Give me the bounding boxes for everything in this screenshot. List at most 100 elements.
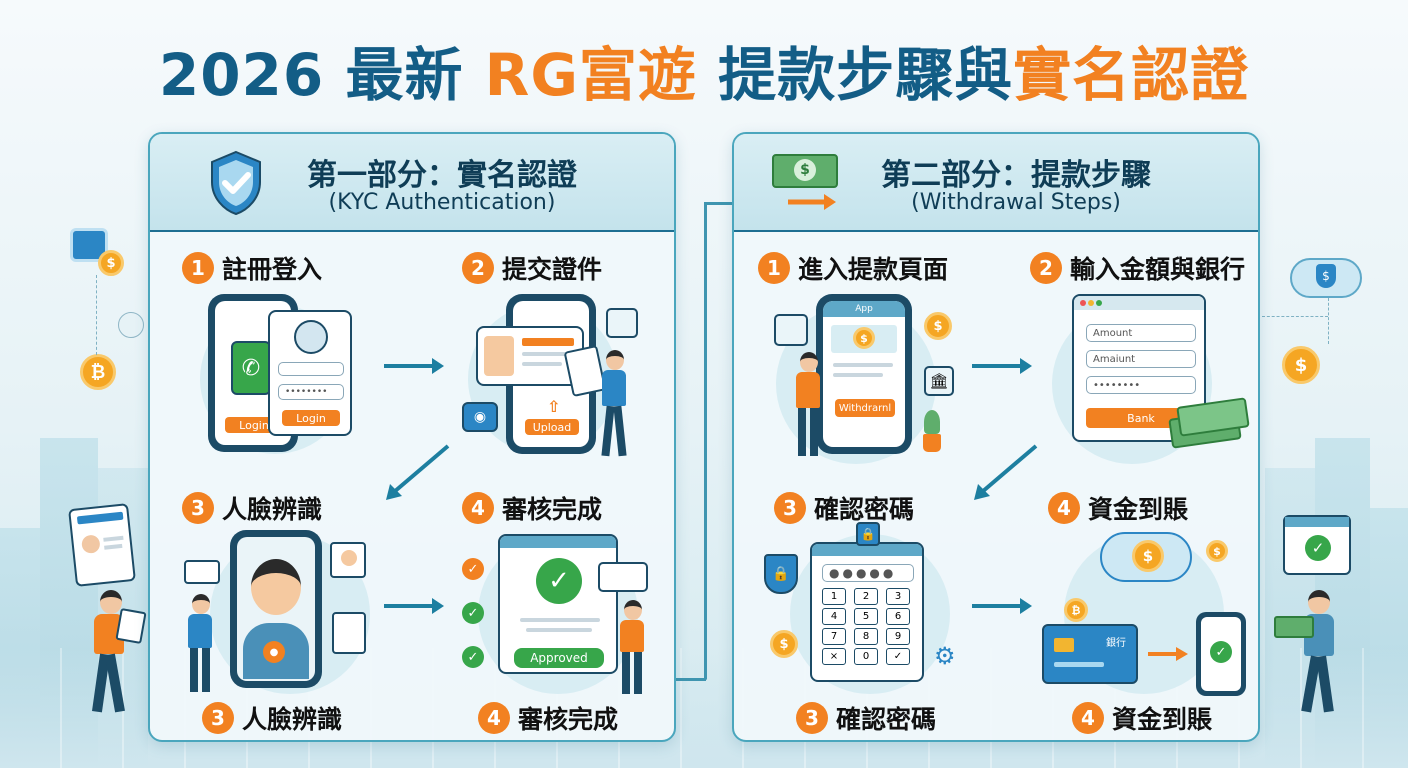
kyc-subtitle: (KYC Authentication) <box>328 190 556 215</box>
step-number: 3 <box>796 702 828 734</box>
password-field[interactable]: •••••••• <box>278 384 344 400</box>
step-label: 註冊登入 <box>222 255 323 284</box>
lock-icon: 🔒 <box>856 522 880 546</box>
man-with-cash-illustration <box>1274 590 1354 720</box>
face-illustration <box>251 559 301 615</box>
keypad-key[interactable]: 6 <box>886 608 910 625</box>
coin-icon: $ <box>924 312 952 340</box>
step-number: 4 <box>1048 492 1080 524</box>
withdraw-bottom-label-4: 4 資金到賬 <box>1072 700 1212 736</box>
kyc-step-2: 2 提交證件 <box>462 250 602 286</box>
keypad-key[interactable]: 3 <box>886 588 910 605</box>
keypad-key[interactable]: ✓ <box>886 648 910 665</box>
approval-window: ✓ Approved <box>498 534 618 674</box>
coin-icon: $ <box>1206 540 1228 562</box>
arrow-right-icon <box>970 596 1034 620</box>
withdraw-title: 第二部分：提款步驟 <box>881 158 1151 193</box>
pin-pad-window: 🔒 ●●●●● 1 2 3 4 5 6 7 8 9 × 0 ✓ <box>810 522 924 682</box>
shield-lock-icon: 🔒 <box>764 554 798 594</box>
withdraw-bottom-label-3: 3 確認密碼 <box>796 700 936 736</box>
shield-check-icon <box>208 150 264 216</box>
step-number: 3 <box>182 492 214 524</box>
step-number: 4 <box>478 702 510 734</box>
check-list-icon-3: ✓ <box>462 646 484 668</box>
dotted-line-left <box>96 275 97 355</box>
kyc-bottom-label-3: 3 人臉辨識 <box>202 700 342 736</box>
man-uploading-illustration <box>594 350 634 460</box>
id-photo <box>484 336 514 376</box>
profile-card-icon <box>70 228 108 262</box>
kyc-step-4: 4 審核完成 <box>462 490 602 526</box>
step-number: 2 <box>1030 252 1062 284</box>
phone-call-icon: ✆ <box>231 341 271 395</box>
bank-select[interactable]: •••••••• <box>1086 376 1196 394</box>
check-list-icon-1: ✓ <box>462 558 484 580</box>
arrow-right-icon <box>382 596 446 620</box>
cloud-shield-icon-shield: $ <box>1316 264 1336 288</box>
video-icon: ● <box>263 641 285 663</box>
step-label: 輸入金額與銀行 <box>1070 255 1246 284</box>
withdraw-button[interactable]: Withdrarnl <box>835 399 895 417</box>
keypad-key[interactable]: 4 <box>822 608 846 625</box>
man-pointing-illustration <box>180 594 220 694</box>
withdraw-subtitle: (Withdrawal Steps) <box>911 190 1121 215</box>
bitcoin-icon: ₿ <box>80 354 116 390</box>
plant-illustration <box>918 410 946 454</box>
camera-icon: ◉ <box>462 402 498 432</box>
money-transfer-icon: $ <box>772 154 842 214</box>
kyc-panel-header: 第一部分：實名認證 (KYC Authentication) <box>150 134 674 232</box>
title-part-2: RG富遊 <box>484 41 697 109</box>
coin-icon: $ <box>1132 540 1164 572</box>
withdraw-step-4: 4 資金到賬 <box>1048 490 1188 526</box>
step-label: 審核完成 <box>518 705 619 734</box>
panel-connector-line <box>676 202 734 681</box>
withdraw-step-3: 3 確認密碼 <box>774 490 914 526</box>
step-number: 1 <box>758 252 790 284</box>
amount-field-2[interactable]: Amaiunt <box>1086 350 1196 368</box>
login-card: •••••••• Login <box>268 310 352 436</box>
image-icon <box>606 308 638 338</box>
check-list-icon-2: ✓ <box>462 602 484 624</box>
woman-with-tablet-illustration <box>612 600 652 696</box>
coin-icon: $ <box>98 250 124 276</box>
selfie-photo-icon <box>330 542 366 578</box>
amount-field[interactable]: Amount <box>1086 324 1196 342</box>
keypad-key[interactable]: 9 <box>886 628 910 645</box>
kyc-panel: 第一部分：實名認證 (KYC Authentication) 1 註冊登入 2 … <box>148 132 676 742</box>
arrow-right-icon <box>382 356 446 380</box>
step-label: 進入提款頁面 <box>798 255 949 284</box>
woman-pointing-illustration <box>788 352 828 458</box>
step-label: 資金到賬 <box>1088 495 1189 524</box>
bank-icon: 🏛 <box>924 366 954 396</box>
keypad-key[interactable]: 2 <box>854 588 878 605</box>
keypad-key[interactable]: × <box>822 648 846 665</box>
step-number: 1 <box>182 252 214 284</box>
keypad-key[interactable]: 8 <box>854 628 878 645</box>
upload-button[interactable]: Upload <box>525 419 579 435</box>
pin-input[interactable]: ●●●●● <box>822 564 914 582</box>
username-field[interactable] <box>278 362 344 376</box>
keypad-key[interactable]: 0 <box>854 648 878 665</box>
kyc-step-1: 1 註冊登入 <box>182 250 322 286</box>
keypad: 1 2 3 4 5 6 7 8 9 × 0 ✓ <box>822 588 914 665</box>
keypad-key[interactable]: 7 <box>822 628 846 645</box>
check-circle-icon: ✓ <box>1210 641 1232 663</box>
clipboard-icon <box>332 612 366 654</box>
approved-button[interactable]: Approved <box>514 648 604 668</box>
login-button-2[interactable]: Login <box>282 410 340 426</box>
upload-arrow-icon: ⇧ <box>547 397 561 416</box>
title-part-1: 2026 最新 <box>158 41 485 109</box>
gear-icon: ⚙ <box>934 642 956 670</box>
keypad-key[interactable]: 1 <box>822 588 846 605</box>
step-number: 3 <box>774 492 806 524</box>
chat-bubble-icon <box>184 560 220 584</box>
withdraw-step-1: 1 進入提款頁面 <box>758 250 948 286</box>
face-id-phone: ● <box>230 530 322 688</box>
coin-icon: ₿ <box>1064 598 1088 622</box>
kyc-title: 第一部分：實名認證 <box>307 158 577 193</box>
withdraw-panel: $ 第二部分：提款步驟 (Withdrawal Steps) 1 進入提款頁面 … <box>732 132 1260 742</box>
withdraw-panel-header: $ 第二部分：提款步驟 (Withdrawal Steps) <box>734 134 1258 232</box>
step-label: 確認密碼 <box>814 495 915 524</box>
keypad-key[interactable]: 5 <box>854 608 878 625</box>
step-number: 2 <box>462 252 494 284</box>
